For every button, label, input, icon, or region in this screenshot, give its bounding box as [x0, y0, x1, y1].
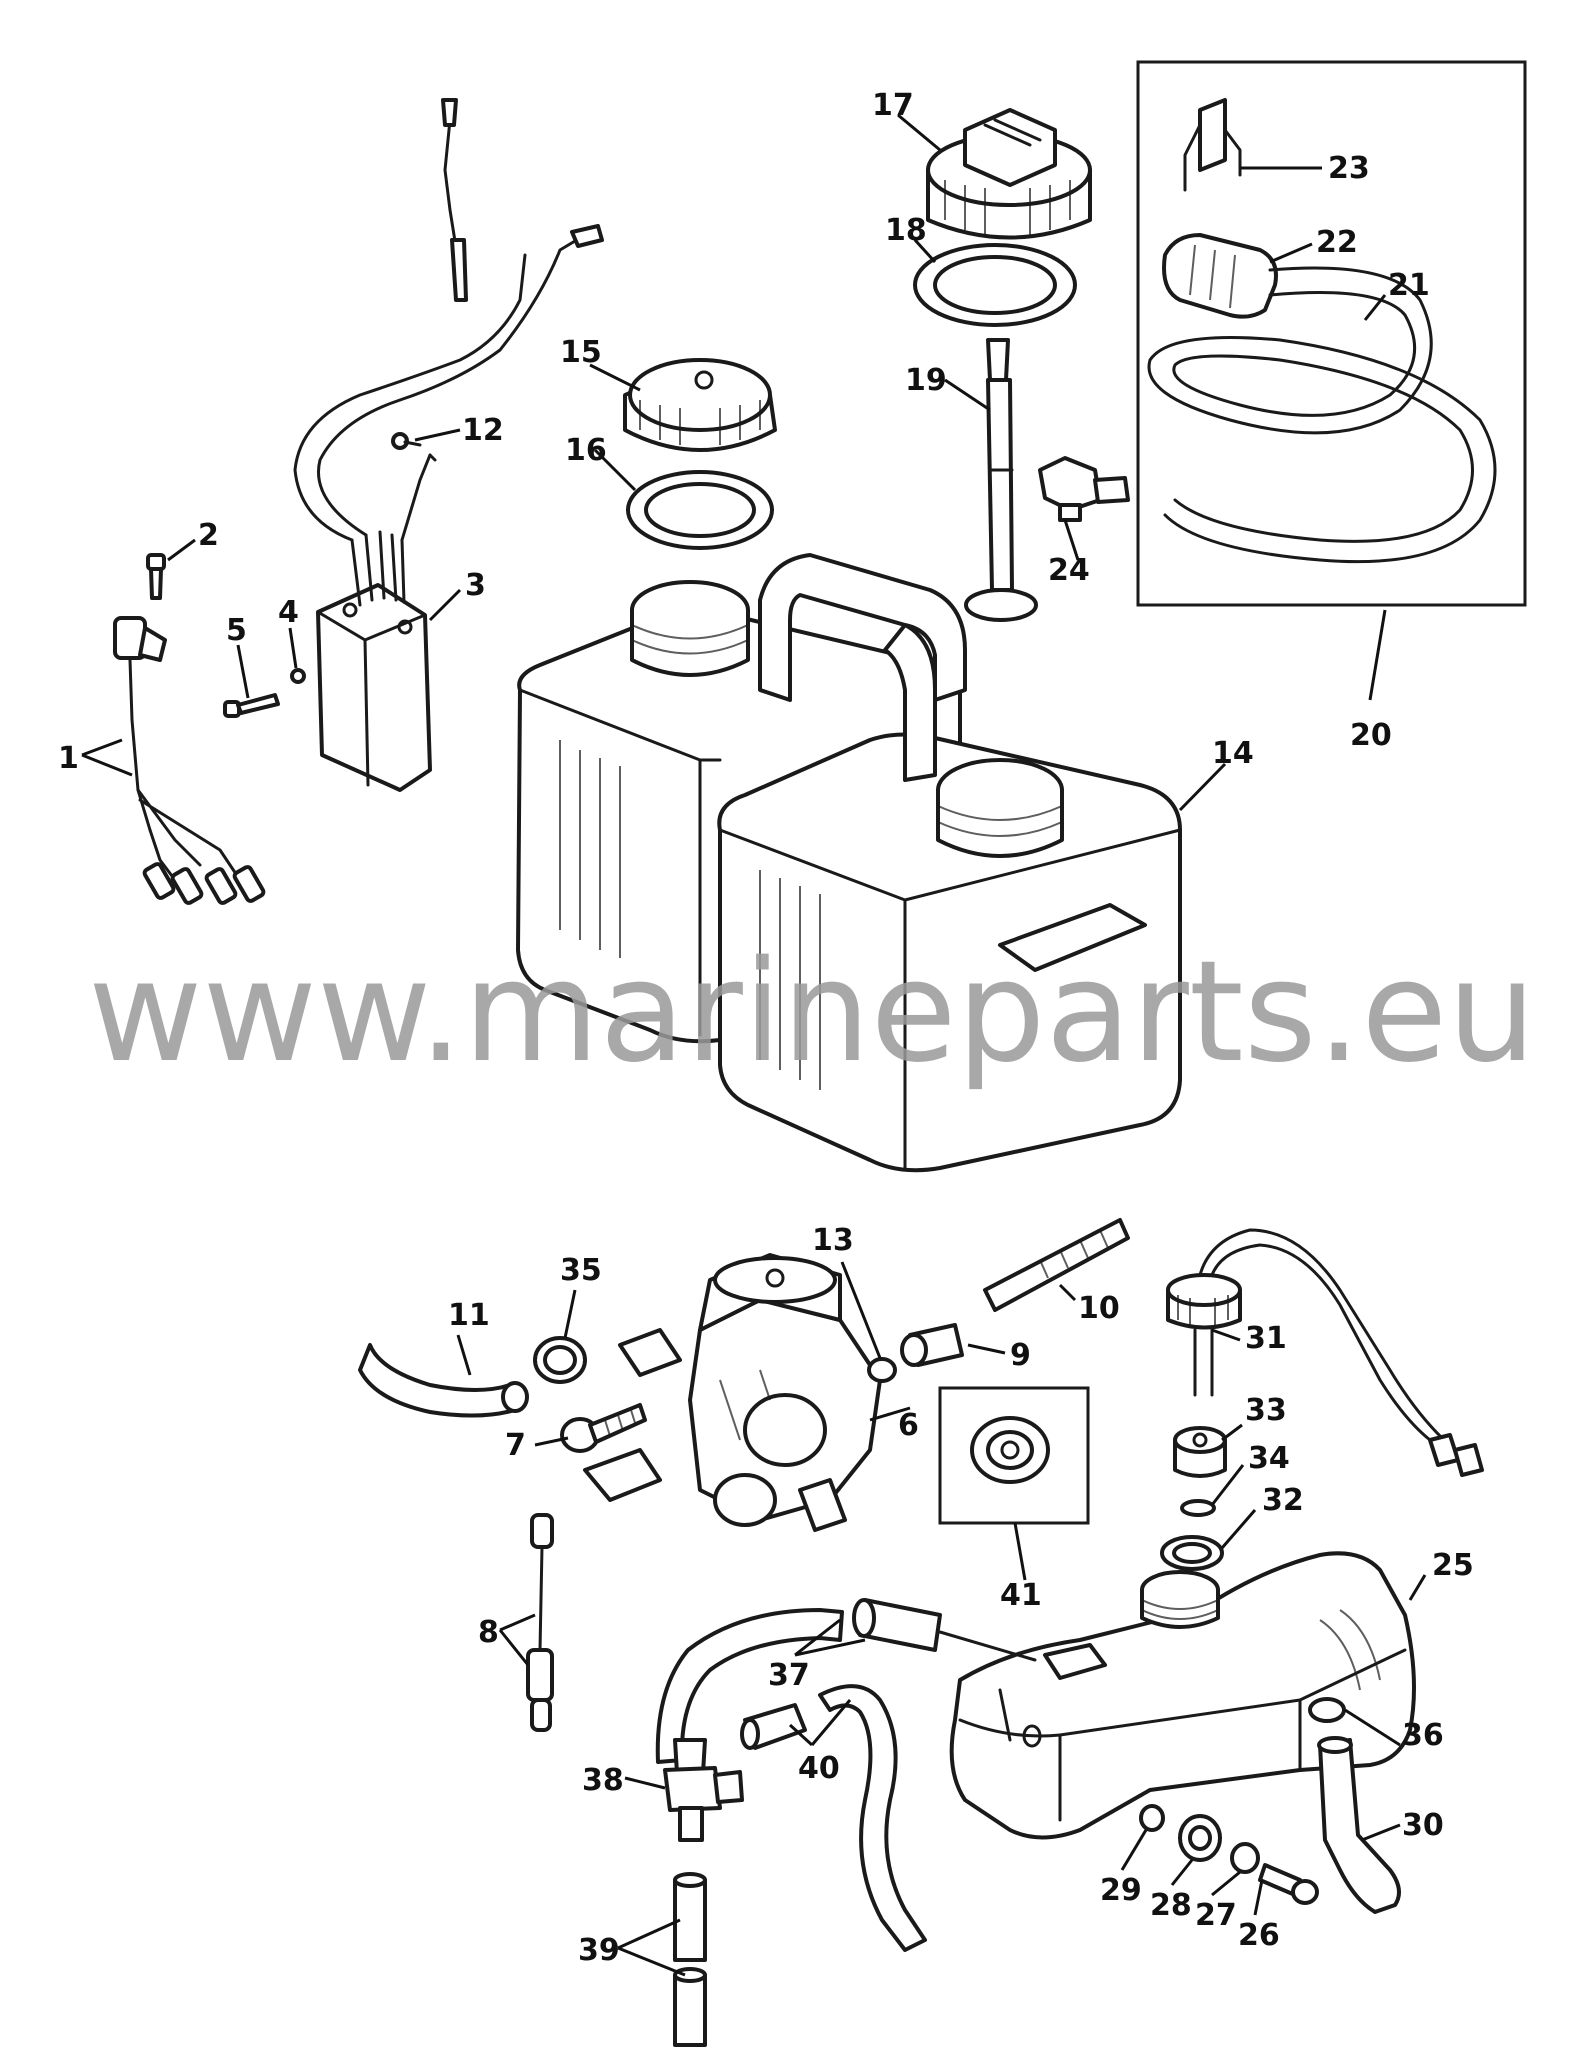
part-11-hose	[358, 1343, 529, 1418]
part-7-bolt	[560, 1403, 647, 1453]
callout-26: 26	[1238, 1918, 1280, 1953]
part-21-hose	[1147, 266, 1497, 564]
callout-18: 18	[885, 213, 927, 248]
callout-33: 33	[1245, 1393, 1287, 1428]
callout-11: 11	[448, 1298, 490, 1333]
callout-41: 41	[1000, 1578, 1042, 1613]
part-15-fill-cap	[623, 358, 777, 452]
part-19-pickup-tube	[964, 338, 1038, 622]
part-29-plug	[1139, 1804, 1165, 1832]
callout-13: 13	[812, 1223, 854, 1258]
part-26-screw	[1258, 1863, 1319, 1905]
callout-14: 14	[1212, 736, 1254, 771]
part-10-connector	[983, 1218, 1130, 1312]
callout-2: 2	[198, 518, 219, 553]
callout-40: 40	[798, 1751, 840, 1786]
callout-25: 25	[1432, 1548, 1474, 1583]
callout-10: 10	[1078, 1291, 1120, 1326]
leader-lines	[81, 113, 1427, 1977]
part-38-tee-fitting	[663, 1738, 744, 1842]
callout-39: 39	[578, 1933, 620, 1968]
part-31-sender-unit	[1166, 1228, 1484, 1477]
callout-35: 35	[560, 1253, 602, 1288]
part-24-fitting	[1038, 456, 1130, 522]
callout-32: 32	[1262, 1483, 1304, 1518]
callout-15: 15	[560, 335, 602, 370]
part-30-elbow-hose	[1317, 1736, 1401, 1914]
part-4-washer	[290, 668, 306, 684]
callout-31: 31	[1245, 1321, 1287, 1356]
callout-7: 7	[505, 1428, 526, 1463]
callout-34: 34	[1248, 1441, 1290, 1476]
part-12-screw	[391, 432, 437, 462]
part-32-gasket	[1160, 1535, 1224, 1571]
callout-36: 36	[1402, 1718, 1444, 1753]
part-8-linkage-rod	[526, 1513, 554, 1732]
callout-12: 12	[462, 413, 504, 448]
part-33-bushing	[1173, 1426, 1227, 1478]
part-14-tank	[516, 553, 1182, 1173]
part-2-screw	[146, 553, 166, 600]
part-37-hoses	[655, 1598, 1037, 1764]
callout-24: 24	[1048, 553, 1090, 588]
part-25-oil-tank	[949, 1551, 1416, 1840]
callout-17: 17	[872, 88, 914, 123]
callout-labels: 1 2 3 4 5 12 14 15 16 17 18 19 20 21 22 …	[58, 88, 1474, 1968]
callout-28: 28	[1150, 1888, 1192, 1923]
part-41-boxed-fitting	[938, 1386, 1090, 1525]
callout-22: 22	[1316, 225, 1358, 260]
callout-9: 9	[1010, 1338, 1031, 1373]
callout-29: 29	[1100, 1873, 1142, 1908]
callout-20: 20	[1350, 718, 1392, 753]
part-20-fuel-line-assembly-box	[1136, 60, 1527, 607]
part-13-o-ring	[867, 1357, 897, 1383]
callout-16: 16	[565, 433, 607, 468]
part-17-fuel-cap	[926, 108, 1092, 240]
callout-30: 30	[1402, 1808, 1444, 1843]
callout-1: 1	[58, 741, 79, 776]
callout-38: 38	[582, 1763, 624, 1798]
part-1-connector-harness	[113, 616, 266, 905]
callout-8: 8	[478, 1615, 499, 1650]
callout-4: 4	[278, 595, 299, 630]
callout-37: 37	[768, 1658, 810, 1693]
part-22-connector	[1162, 233, 1278, 319]
part-9-fitting	[900, 1323, 964, 1367]
part-23-clip	[1183, 98, 1242, 192]
part-18-gasket	[913, 243, 1077, 327]
part-35-clamp	[533, 1336, 587, 1384]
callout-21: 21	[1388, 268, 1430, 303]
part-16-gasket	[626, 470, 774, 550]
part-36-clamp	[1308, 1697, 1346, 1723]
part-28-grommet	[1178, 1814, 1222, 1862]
callout-27: 27	[1195, 1898, 1237, 1933]
part-40-hoses	[740, 1684, 927, 1952]
part-3-control-module	[293, 98, 604, 792]
callout-6: 6	[898, 1408, 919, 1443]
part-27-washer	[1230, 1842, 1260, 1874]
callout-5: 5	[226, 613, 247, 648]
callout-23: 23	[1328, 151, 1370, 186]
callout-19: 19	[905, 363, 947, 398]
part-34-washer	[1180, 1499, 1216, 1517]
part-6-fuel-pump	[583, 1253, 882, 1532]
part-39-hose-pieces	[673, 1872, 707, 2047]
watermark-text: www.marineparts.eu	[88, 931, 1536, 1094]
callout-3: 3	[465, 568, 486, 603]
part-5-screw	[223, 693, 280, 718]
